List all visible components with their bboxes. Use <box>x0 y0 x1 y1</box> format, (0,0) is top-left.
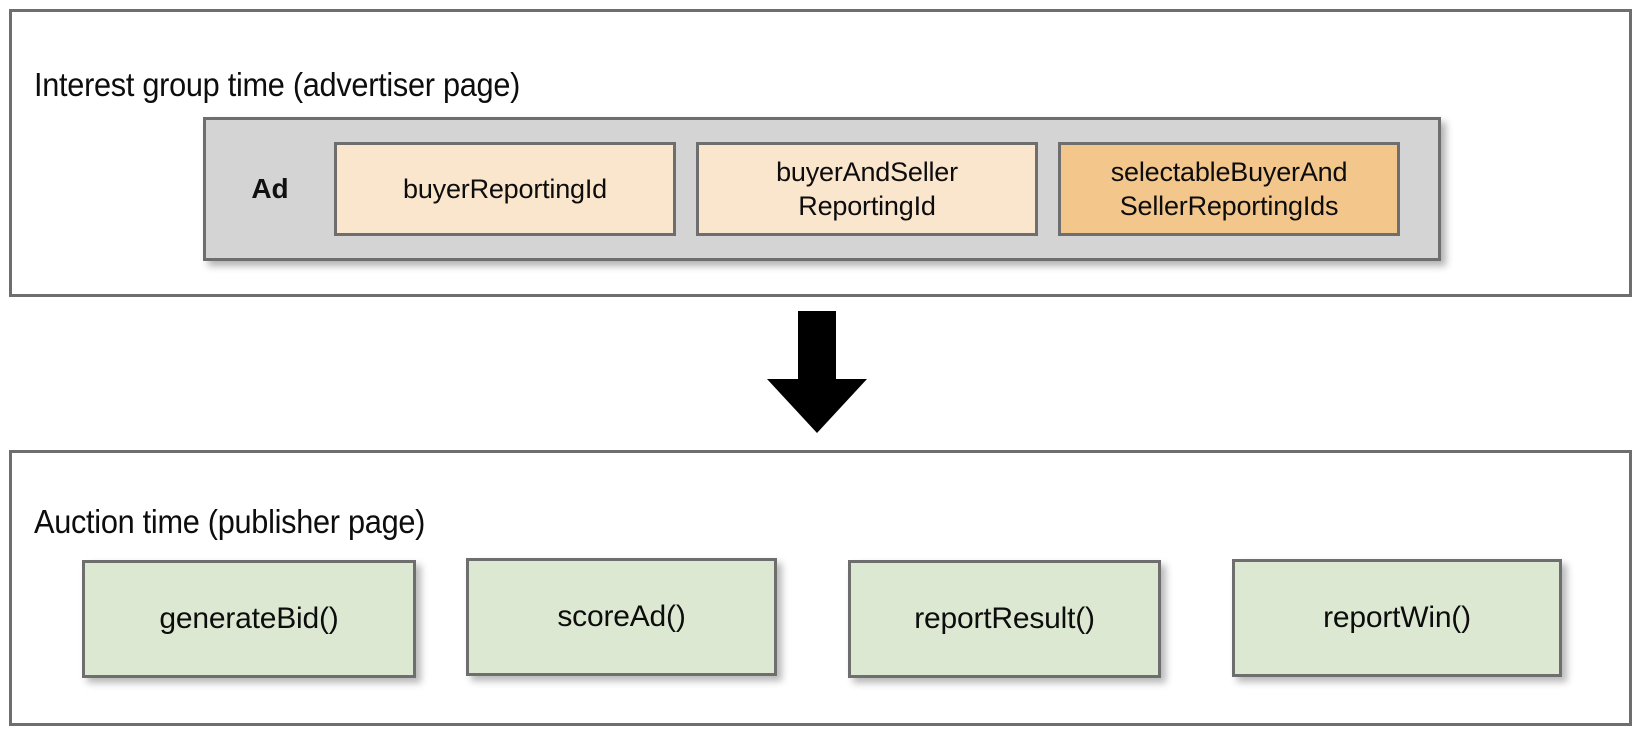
down-arrow-icon <box>757 311 877 433</box>
advertiser-panel-title: Interest group time (advertiser page) <box>34 66 521 104</box>
reporting-id-box-buyer-reporting-id: buyerReportingId <box>334 142 676 236</box>
function-box-generate-bid: generateBid() <box>82 560 416 678</box>
reporting-id-box-buyer-and-seller-reporting-id: buyerAndSeller ReportingId <box>696 142 1038 236</box>
ad-label: Ad <box>251 173 289 204</box>
publisher-panel-title: Auction time (publisher page) <box>34 503 426 541</box>
function-box-report-result: reportResult() <box>848 560 1161 678</box>
function-box-score-ad: scoreAd() <box>466 558 777 676</box>
advertiser-panel: Interest group time (advertiser page) Ad… <box>9 9 1632 297</box>
ad-container: Ad buyerReportingId buyerAndSeller Repor… <box>203 117 1441 261</box>
reporting-id-box-selectable-buyer-and-seller-reporting-ids: selectableBuyerAnd SellerReportingIds <box>1058 142 1400 236</box>
function-box-report-win: reportWin() <box>1232 559 1562 677</box>
